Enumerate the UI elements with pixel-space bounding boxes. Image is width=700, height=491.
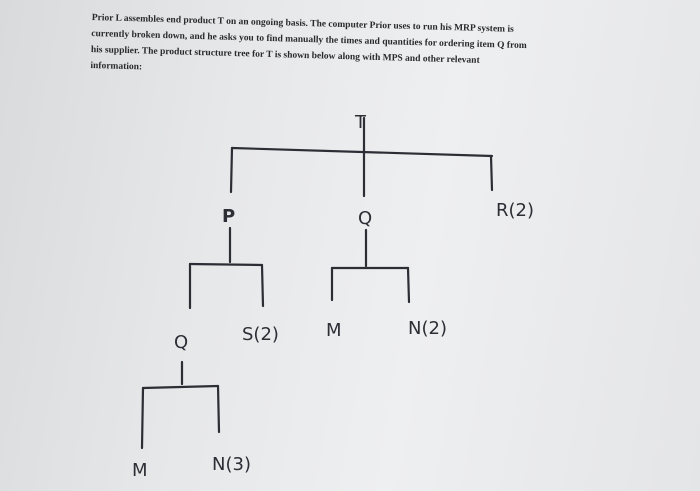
node-r-label: R(2) <box>496 200 534 221</box>
node-q-label: Q <box>358 208 372 229</box>
node-s-label: S(2) <box>242 324 279 345</box>
tree-edge <box>260 263 265 308</box>
tree-edge <box>141 384 220 390</box>
tree-edge <box>230 146 494 158</box>
tree-edge <box>216 384 221 434</box>
node-root-label: T <box>354 112 367 133</box>
node-q-under-p-label: Q <box>174 332 188 353</box>
tree-edge <box>188 262 264 267</box>
node-n-under-q-label: N(2) <box>408 318 447 339</box>
tree-edge <box>229 146 234 194</box>
node-p-label: P <box>222 206 235 227</box>
node-n-leaf-label: N(3) <box>212 454 251 475</box>
tree-edge <box>489 154 494 192</box>
tree-edge <box>140 386 145 450</box>
node-m-leaf-label: M <box>132 460 148 481</box>
tree-edge <box>406 266 411 304</box>
node-m-under-q-label: M <box>326 320 342 341</box>
